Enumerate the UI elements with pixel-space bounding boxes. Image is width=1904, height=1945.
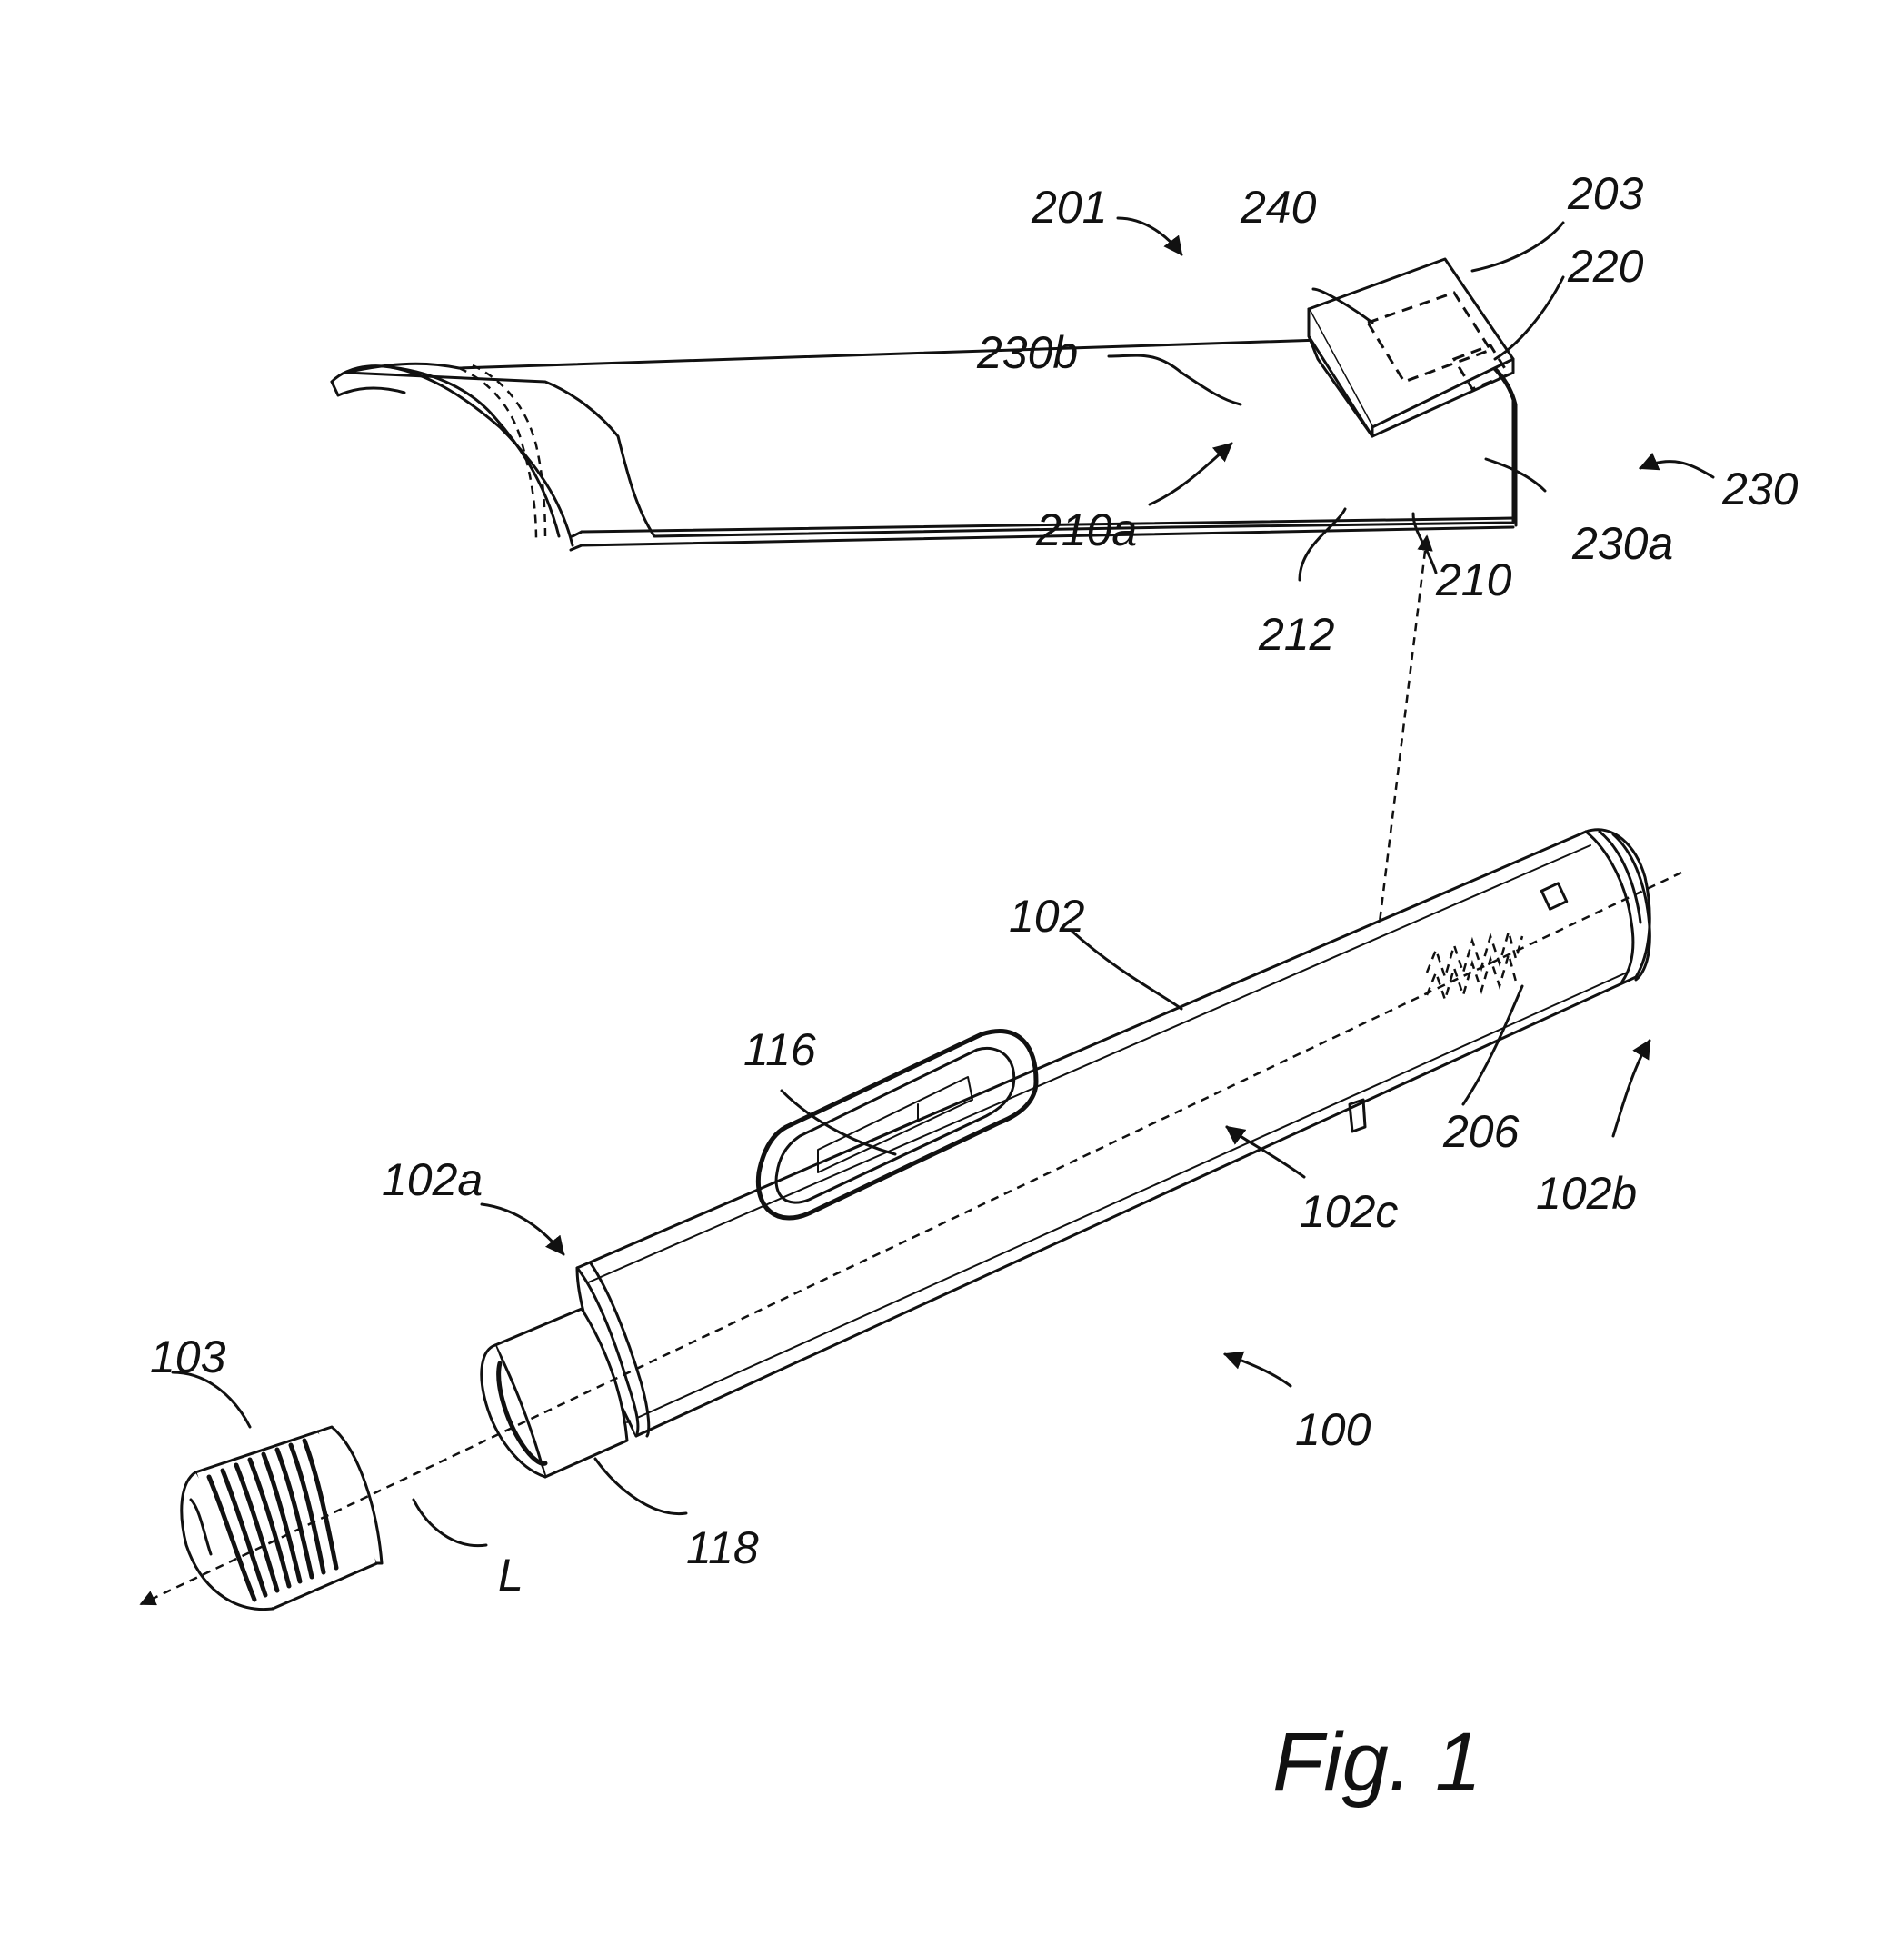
pen-leaders <box>171 930 1651 1548</box>
needle-end-118 <box>493 1307 629 1479</box>
label-230b: 230b <box>976 327 1078 378</box>
label-206: 206 <box>1442 1106 1520 1157</box>
label-230a: 230a <box>1571 518 1673 569</box>
label-118: 118 <box>686 1522 759 1573</box>
label-220: 220 <box>1567 241 1644 292</box>
window-116 <box>755 1029 1039 1221</box>
assembly-arrow <box>1366 534 1433 983</box>
label-103: 103 <box>150 1332 226 1382</box>
attachment-device-201 <box>330 257 1518 552</box>
label-210a: 210a <box>1035 504 1137 555</box>
label-102b: 102b <box>1536 1168 1637 1219</box>
sleeve-230 <box>344 334 1515 538</box>
label-201: 201 <box>1031 182 1107 233</box>
figure-caption: Fig. 1 <box>1272 1716 1481 1809</box>
label-210: 210 <box>1435 554 1512 605</box>
label-102a: 102a <box>382 1154 483 1205</box>
label-100: 100 <box>1295 1404 1371 1455</box>
label-116: 116 <box>743 1024 816 1075</box>
module-leaders <box>1107 216 1715 582</box>
label-230: 230 <box>1721 464 1799 514</box>
axis-L <box>139 871 1682 1606</box>
bottom-edge-230a <box>580 516 1515 534</box>
label-240: 240 <box>1240 182 1317 233</box>
sleeve-front-edge <box>330 364 574 547</box>
label-102: 102 <box>1009 891 1085 942</box>
label-212: 212 <box>1258 609 1335 660</box>
cap-103 <box>180 1425 384 1611</box>
label-203: 203 <box>1567 168 1644 219</box>
pen-injector-100 <box>480 828 1651 1479</box>
spring-206 <box>1425 927 1524 982</box>
component-220 <box>1451 344 1511 391</box>
reference-labels: 201 240 203 220 230b 230 210a 230a 210 2… <box>150 168 1799 1601</box>
component-240 <box>1365 291 1493 384</box>
label-L: L <box>498 1550 523 1601</box>
label-102c: 102c <box>1300 1186 1398 1237</box>
dashed-curve-212 <box>458 366 538 542</box>
